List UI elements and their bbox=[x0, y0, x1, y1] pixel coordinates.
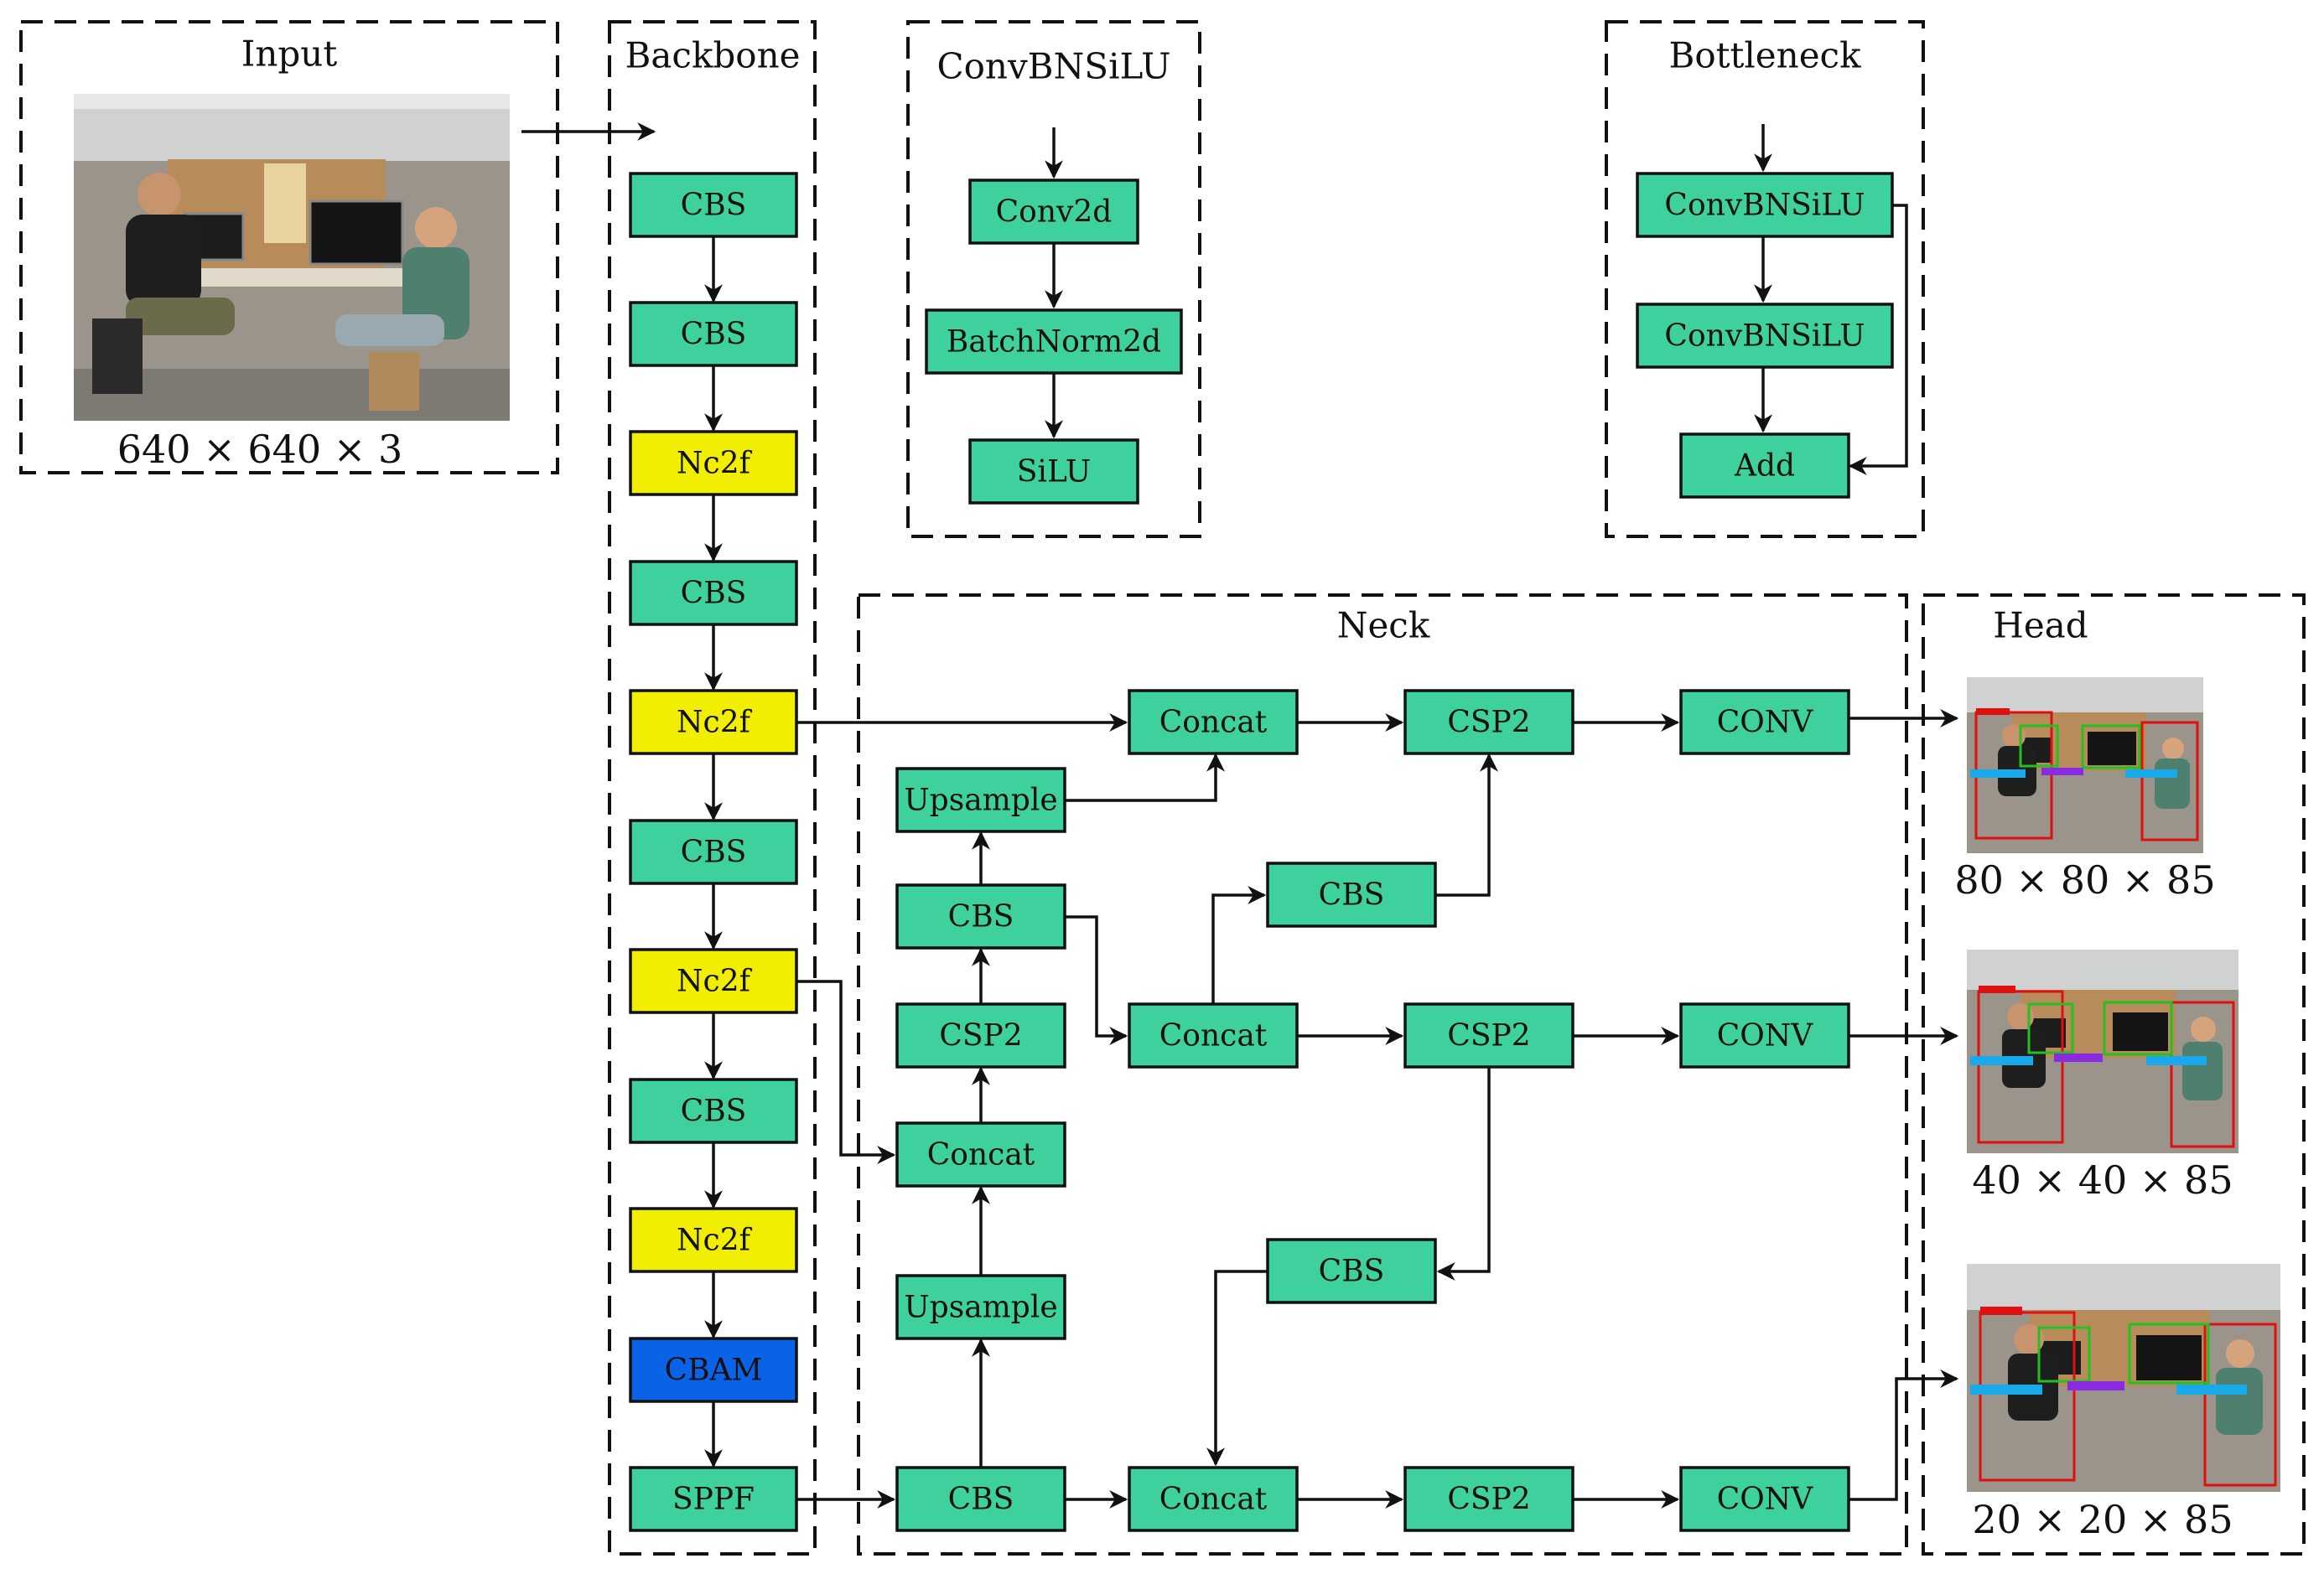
neck-cbs-right-top bbox=[1266, 862, 1437, 928]
backbone-nc2f-3 bbox=[629, 948, 798, 1014]
neck-cbs-bottom bbox=[895, 1466, 1066, 1532]
neck-connections bbox=[796, 709, 1959, 1509]
backbone-cbs-2 bbox=[629, 301, 798, 367]
svg-text:Upsample: Upsample bbox=[904, 1291, 1057, 1325]
svg-text:CONV: CONV bbox=[1717, 1019, 1814, 1054]
neck-csp2-left bbox=[895, 1002, 1066, 1069]
convbnsilu-group-title: ConvBNSiLU bbox=[936, 46, 1170, 87]
svg-text:CSP2: CSP2 bbox=[1447, 1483, 1530, 1517]
svg-text:Nc2f: Nc2f bbox=[677, 706, 753, 740]
head-output-image-1 bbox=[1967, 677, 2203, 853]
svg-text:CSP2: CSP2 bbox=[1447, 1019, 1530, 1054]
silu-block bbox=[968, 438, 1139, 505]
svg-text:CBS: CBS bbox=[681, 189, 747, 223]
bottleneck-convbnsilu-2 bbox=[1636, 303, 1894, 369]
head-output-size-3: 20 × 20 × 85 bbox=[1972, 1497, 2233, 1542]
bottleneck-convbnsilu-1 bbox=[1636, 172, 1894, 238]
backbone-cbs-3 bbox=[629, 560, 798, 626]
head-output-size-1: 80 × 80 × 85 bbox=[1954, 857, 2215, 903]
backbone-group-frame bbox=[608, 20, 817, 1556]
svg-text:CBS: CBS bbox=[681, 577, 747, 611]
svg-text:Concat: Concat bbox=[1159, 706, 1268, 740]
backbone-cbs-4 bbox=[629, 819, 798, 885]
neck-csp2-bottom bbox=[1403, 1466, 1574, 1532]
backbone-sppf bbox=[629, 1466, 798, 1532]
svg-text:BatchNorm2d: BatchNorm2d bbox=[947, 325, 1161, 360]
neck-conv-top bbox=[1679, 689, 1850, 755]
svg-text:CBS: CBS bbox=[948, 900, 1014, 935]
bottleneck-skip-connection bbox=[1848, 204, 1908, 475]
svg-text:CBS: CBS bbox=[1319, 1255, 1385, 1289]
svg-text:CBAM: CBAM bbox=[665, 1354, 763, 1388]
head-output-image-3 bbox=[1967, 1264, 2280, 1492]
backbone-cbs-1 bbox=[629, 172, 798, 238]
bottleneck-group-title: Bottleneck bbox=[1668, 35, 1861, 76]
head-output-image-2 bbox=[1967, 950, 2238, 1153]
convbnsilu-blocks: Conv2d BatchNorm2d SiLU bbox=[925, 127, 1183, 505]
svg-text:CBS: CBS bbox=[681, 836, 747, 870]
svg-text:ConvBNSiLU: ConvBNSiLU bbox=[1664, 189, 1865, 223]
svg-text:CBS: CBS bbox=[948, 1483, 1014, 1517]
svg-text:CBS: CBS bbox=[681, 318, 747, 352]
bottleneck-group-frame bbox=[1605, 20, 1925, 538]
head-group-frame bbox=[1922, 593, 2306, 1556]
svg-text:Nc2f: Nc2f bbox=[677, 1224, 753, 1258]
neck-concat-bottom bbox=[1128, 1466, 1299, 1532]
bottleneck-blocks: ConvBNSiLU ConvBNSiLU Add bbox=[1636, 124, 1908, 499]
neck-group-title: Neck bbox=[1337, 605, 1430, 646]
neck-blocks: Concat CSP2 CONV Upsample CBS CBS Concat… bbox=[895, 689, 1850, 1532]
input-size-label: 640 × 640 × 3 bbox=[117, 427, 402, 472]
neck-csp2-top bbox=[1403, 689, 1574, 755]
svg-text:CSP2: CSP2 bbox=[1447, 706, 1530, 740]
svg-text:ConvBNSiLU: ConvBNSiLU bbox=[1664, 319, 1865, 354]
input-group-frame bbox=[19, 20, 559, 474]
neck-upsample-low bbox=[895, 1274, 1066, 1340]
svg-text:Nc2f: Nc2f bbox=[677, 965, 753, 999]
svg-text:CONV: CONV bbox=[1717, 1483, 1814, 1517]
svg-text:CSP2: CSP2 bbox=[939, 1019, 1022, 1054]
convbnsilu-group-frame bbox=[906, 20, 1201, 538]
svg-text:SiLU: SiLU bbox=[1017, 455, 1091, 489]
input-photo bbox=[74, 94, 510, 421]
svg-text:Concat: Concat bbox=[1159, 1483, 1268, 1517]
svg-text:Concat: Concat bbox=[1159, 1019, 1268, 1054]
input-group-title: Input bbox=[241, 34, 338, 75]
neck-group-frame bbox=[857, 593, 1908, 1556]
backbone-blocks: CBS CBS Nc2f CBS Nc2f CBS Nc2f CBS Nc2f … bbox=[629, 172, 798, 1532]
head-output-size-2: 40 × 40 × 85 bbox=[1972, 1157, 2233, 1203]
conv2d-block bbox=[968, 179, 1139, 245]
svg-text:Concat: Concat bbox=[927, 1138, 1035, 1173]
head-group-title: Head bbox=[1993, 605, 2088, 646]
svg-text:CBS: CBS bbox=[681, 1095, 747, 1129]
neck-concat-top bbox=[1128, 689, 1299, 755]
svg-text:Add: Add bbox=[1734, 449, 1795, 484]
svg-text:Nc2f: Nc2f bbox=[677, 447, 753, 481]
bottleneck-add bbox=[1679, 432, 1850, 499]
neck-concat-mid bbox=[1128, 1002, 1299, 1069]
svg-text:Conv2d: Conv2d bbox=[996, 195, 1113, 230]
svg-text:CONV: CONV bbox=[1717, 706, 1814, 740]
svg-text:Upsample: Upsample bbox=[904, 784, 1057, 818]
backbone-group-title: Backbone bbox=[625, 35, 801, 76]
svg-text:SPPF: SPPF bbox=[672, 1483, 755, 1517]
svg-text:CBS: CBS bbox=[1319, 878, 1385, 913]
